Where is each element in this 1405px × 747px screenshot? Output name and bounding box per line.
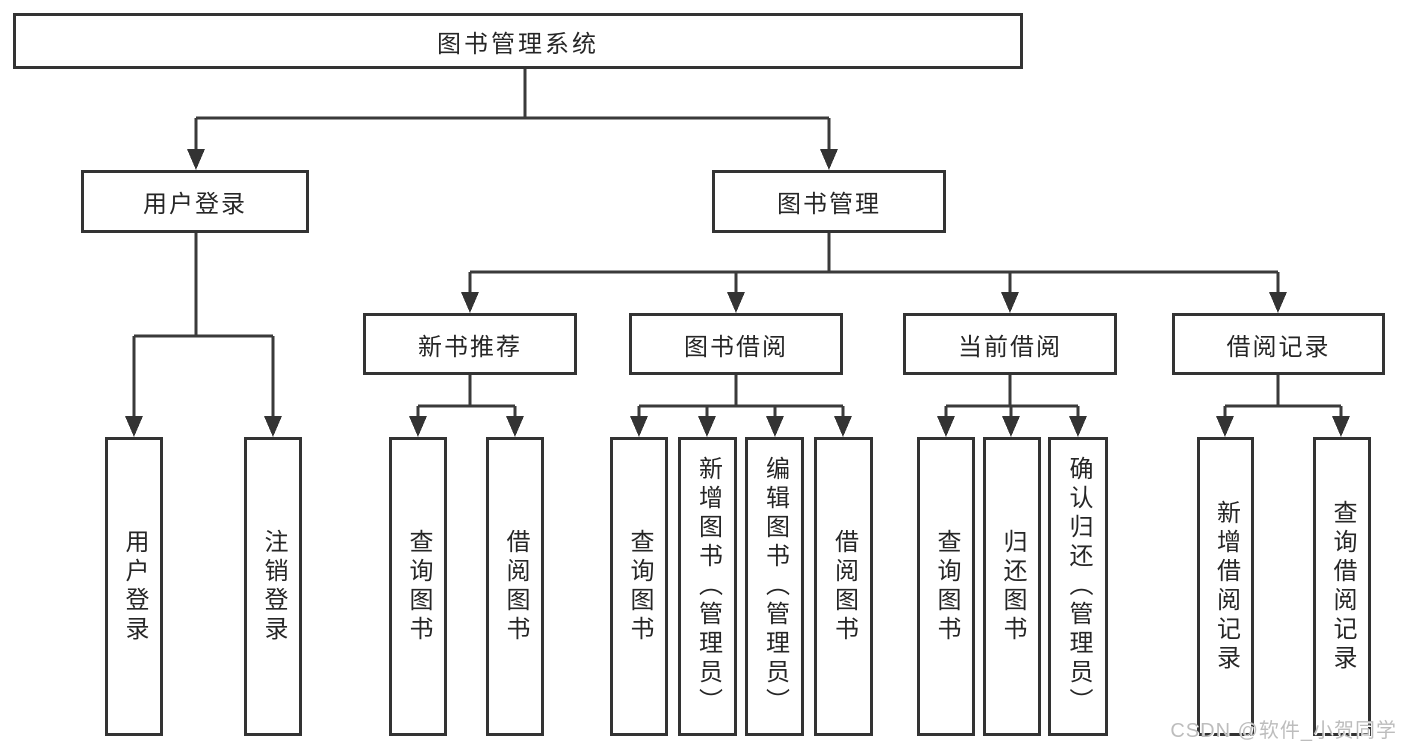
node-book-management: 图书管理 [712,170,946,233]
arrowheads [125,149,1350,437]
arrowhead [820,149,838,170]
node-query-books-current: 查询图书 [917,437,975,736]
node-return-books: 归还图书 [983,437,1041,736]
node-edit-books-admin: 编辑图书（管理员） [745,437,804,736]
arrowhead [727,292,745,313]
node-library-management-system: 图书管理系统 [13,13,1023,69]
arrowhead [1001,292,1019,313]
arrowhead [461,292,479,313]
node-user-login-leaf: 用户登录 [105,437,163,736]
arrowhead [630,416,648,437]
node-query-borrow-record: 查询借阅记录 [1313,437,1371,736]
arrowhead [1069,416,1087,437]
node-query-books-borrowing: 查询图书 [610,437,668,736]
node-borrow-books-recommend: 借阅图书 [486,437,544,736]
node-query-books-recommend: 查询图书 [389,437,447,736]
arrowhead [1002,416,1020,437]
arrowhead [937,416,955,437]
arrowhead [1216,416,1234,437]
node-logout-leaf: 注销登录 [244,437,302,736]
arrowhead [1269,292,1287,313]
arrowhead [1332,416,1350,437]
node-current-borrowing: 当前借阅 [903,313,1117,375]
node-borrow-books-borrowing: 借阅图书 [814,437,873,736]
watermark: CSDN @软件_小贺同学 [1170,720,1397,742]
arrowhead [187,149,205,170]
node-new-book-recommendation: 新书推荐 [363,313,577,375]
arrowhead [698,416,716,437]
arrowhead [125,416,143,437]
node-borrowing-records: 借阅记录 [1172,313,1385,375]
node-add-books-admin: 新增图书（管理员） [678,437,737,736]
arrowhead [506,416,524,437]
node-add-borrow-record: 新增借阅记录 [1197,437,1254,736]
arrowhead [834,416,852,437]
arrowhead [409,416,427,437]
arrowhead [766,416,784,437]
arrowhead [264,416,282,437]
connector-segments [132,69,1343,418]
node-confirm-return-admin: 确认归还（管理员） [1048,437,1108,736]
node-user-login: 用户登录 [81,170,309,233]
node-book-borrowing: 图书借阅 [629,313,843,375]
